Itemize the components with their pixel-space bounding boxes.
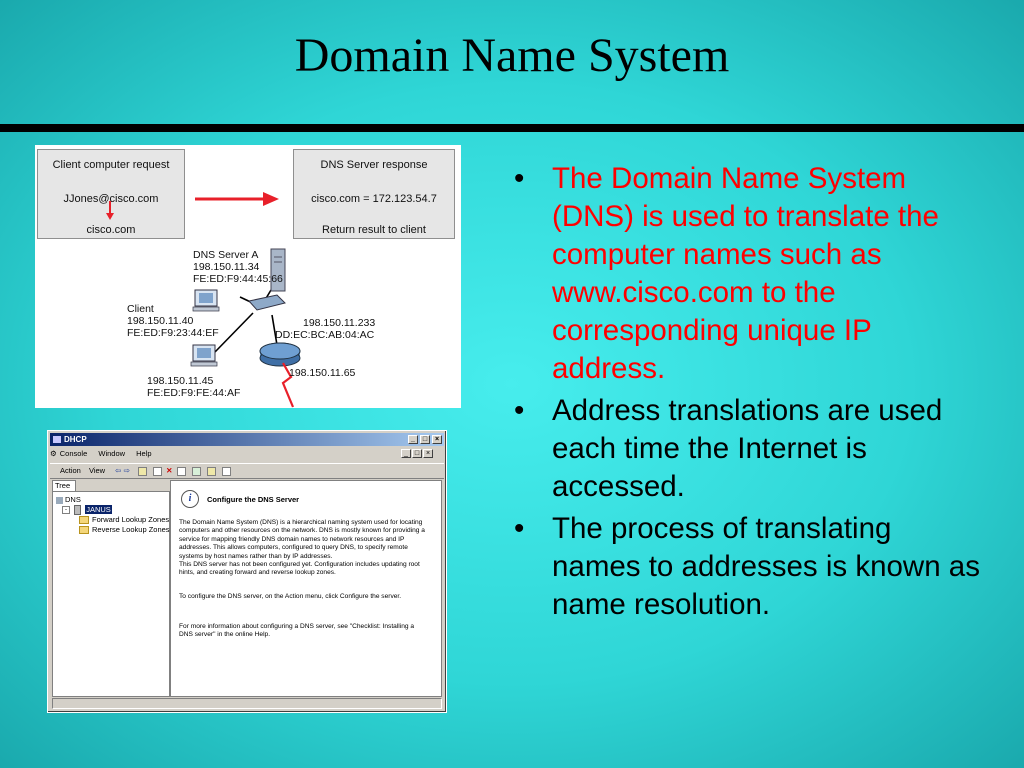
client-request-email: JJones@cisco.com — [63, 193, 159, 205]
host2-mac: FE:ED:F9:FE:44:AF — [147, 387, 241, 399]
host2-ip: 198.150.11.45 — [147, 375, 214, 387]
request-to-server-arrowhead — [263, 192, 279, 206]
menu-help[interactable]: Help — [136, 449, 152, 458]
close-button[interactable]: × — [432, 435, 442, 444]
folder-icon — [79, 516, 89, 525]
bullet-marker: • — [514, 162, 525, 195]
wan-link-icon — [281, 362, 295, 408]
bullet-text-1: The Domain Name System (DNS) is used to … — [552, 162, 939, 385]
console-menu-icon: ⚙ — [50, 449, 57, 458]
dns-server-response-box: DNS Server response cisco.com = 172.123.… — [293, 149, 455, 239]
client-ip: 198.150.11.40 — [127, 315, 194, 327]
details-pane: i Configure the DNS Server The Domain Na… — [170, 480, 442, 697]
router-ip: 198.150.11.233 — [303, 317, 376, 329]
dns-server-name: DNS Server A — [193, 249, 259, 261]
dns-server-mac: FE:ED:F9:44:45:66 — [193, 273, 283, 285]
bullet-list: • The Domain Name System (DNS) is used t… — [512, 160, 982, 628]
dhcp-app-icon — [53, 436, 61, 443]
dhcp-window: DHCP _ □ × ⚙Console Window Help _ □ × Ac… — [47, 430, 447, 713]
window-title: DHCP — [64, 435, 87, 444]
view-menu[interactable]: View — [88, 466, 106, 475]
pane-paragraph: This DNS server has not been configured … — [179, 561, 420, 577]
diagram-graphics — [106, 192, 301, 408]
wan-ip: 198.150.11.65 — [289, 367, 356, 379]
pane-paragraph: The Domain Name System (DNS) is a hierar… — [179, 519, 425, 560]
status-bar — [52, 698, 442, 709]
folder-icon — [79, 526, 89, 535]
info-icon: i — [181, 490, 199, 508]
menu-console[interactable]: Console — [59, 449, 88, 458]
delete-icon[interactable]: ✕ — [166, 466, 173, 475]
tree-item-dns[interactable]: DNS — [56, 495, 81, 504]
client-request-domain: cisco.com — [86, 224, 136, 236]
expand-toggle-icon[interactable]: - — [62, 506, 70, 515]
dns-server-icon — [270, 248, 286, 292]
pane-heading: Configure the DNS Server — [207, 495, 300, 504]
dns-server-ip: 198.150.11.34 — [193, 261, 260, 273]
inner-close-button[interactable]: × — [423, 449, 433, 458]
client-mac: FE:ED:F9:23:44:EF — [127, 327, 219, 339]
tree-item-reverse-zones-label: Reverse Lookup Zones — [92, 525, 170, 534]
server-response-return: Return result to client — [322, 224, 426, 236]
link-router — [271, 314, 278, 346]
title-divider — [0, 124, 1024, 132]
console-tree: DNS - JANUS Forward Lookup Zones Reverse… — [52, 491, 170, 697]
link-host2 — [214, 312, 254, 353]
bullet-item-3: • The process of translating names to ad… — [512, 510, 982, 624]
bullet-text-3: The process of translating names to addr… — [552, 512, 980, 621]
tree-item-janus[interactable]: - JANUS — [62, 505, 112, 516]
toolbar: Action View ⇦ ⇨ ✕ — [50, 463, 444, 479]
export-icon[interactable] — [206, 466, 216, 476]
dns-network-diagram: Client computer request JJones@cisco.com… — [35, 145, 461, 408]
router-mac: DD:EC:BC:AB:04:AC — [275, 329, 375, 341]
maximize-button[interactable]: □ — [420, 435, 430, 444]
help-icon[interactable] — [221, 466, 231, 476]
up-folder-icon[interactable] — [137, 466, 147, 476]
inner-minimize-button[interactable]: _ — [401, 449, 411, 458]
dns-node-icon — [56, 496, 63, 504]
minimize-button[interactable]: _ — [408, 435, 418, 444]
client-request-header: Client computer request — [52, 159, 170, 171]
slide-title: Domain Name System — [294, 29, 730, 82]
server-node-icon — [74, 505, 82, 516]
refresh-icon[interactable] — [191, 466, 201, 476]
bullet-marker: • — [514, 394, 525, 427]
show-tree-icon[interactable] — [153, 466, 163, 476]
properties-icon[interactable] — [176, 466, 186, 476]
bullet-marker: • — [514, 512, 525, 545]
client-name: Client — [127, 303, 154, 315]
back-arrow-icon[interactable]: ⇦ — [115, 466, 122, 475]
bullet-item-2: • Address translations are used each tim… — [512, 392, 982, 506]
action-menu[interactable]: Action — [60, 466, 81, 475]
forward-arrow-icon[interactable]: ⇨ — [123, 466, 130, 475]
menu-window[interactable]: Window — [98, 449, 126, 458]
menu-bar: ⚙Console Window Help _ □ × — [50, 448, 444, 460]
tree-item-dns-label: DNS — [65, 495, 81, 504]
tree-item-forward-zones-label: Forward Lookup Zones — [92, 515, 170, 524]
bullet-item-1: • The Domain Name System (DNS) is used t… — [512, 160, 982, 388]
tree-item-janus-label: JANUS — [85, 505, 112, 514]
client-request-box: Client computer request JJones@cisco.com… — [37, 149, 185, 239]
pane-paragraph: For more information about configuring a… — [179, 623, 415, 639]
tree-item-forward-zones[interactable]: Forward Lookup Zones — [79, 515, 170, 525]
tree-item-reverse-zones[interactable]: Reverse Lookup Zones — [79, 525, 170, 535]
bullet-text-2: Address translations are used each time … — [552, 394, 943, 503]
pane-paragraph: To configure the DNS server, on the Acti… — [179, 593, 402, 600]
tab-tree[interactable]: Tree — [52, 480, 76, 491]
inner-restore-button[interactable]: □ — [412, 449, 422, 458]
window-title-bar: DHCP _ □ × — [50, 433, 444, 446]
server-response-header: DNS Server response — [320, 159, 428, 171]
request-down-arrowhead — [106, 213, 114, 220]
server-response-mapping: cisco.com = 172.123.54.7 — [311, 193, 437, 205]
switch-icon — [248, 294, 286, 311]
